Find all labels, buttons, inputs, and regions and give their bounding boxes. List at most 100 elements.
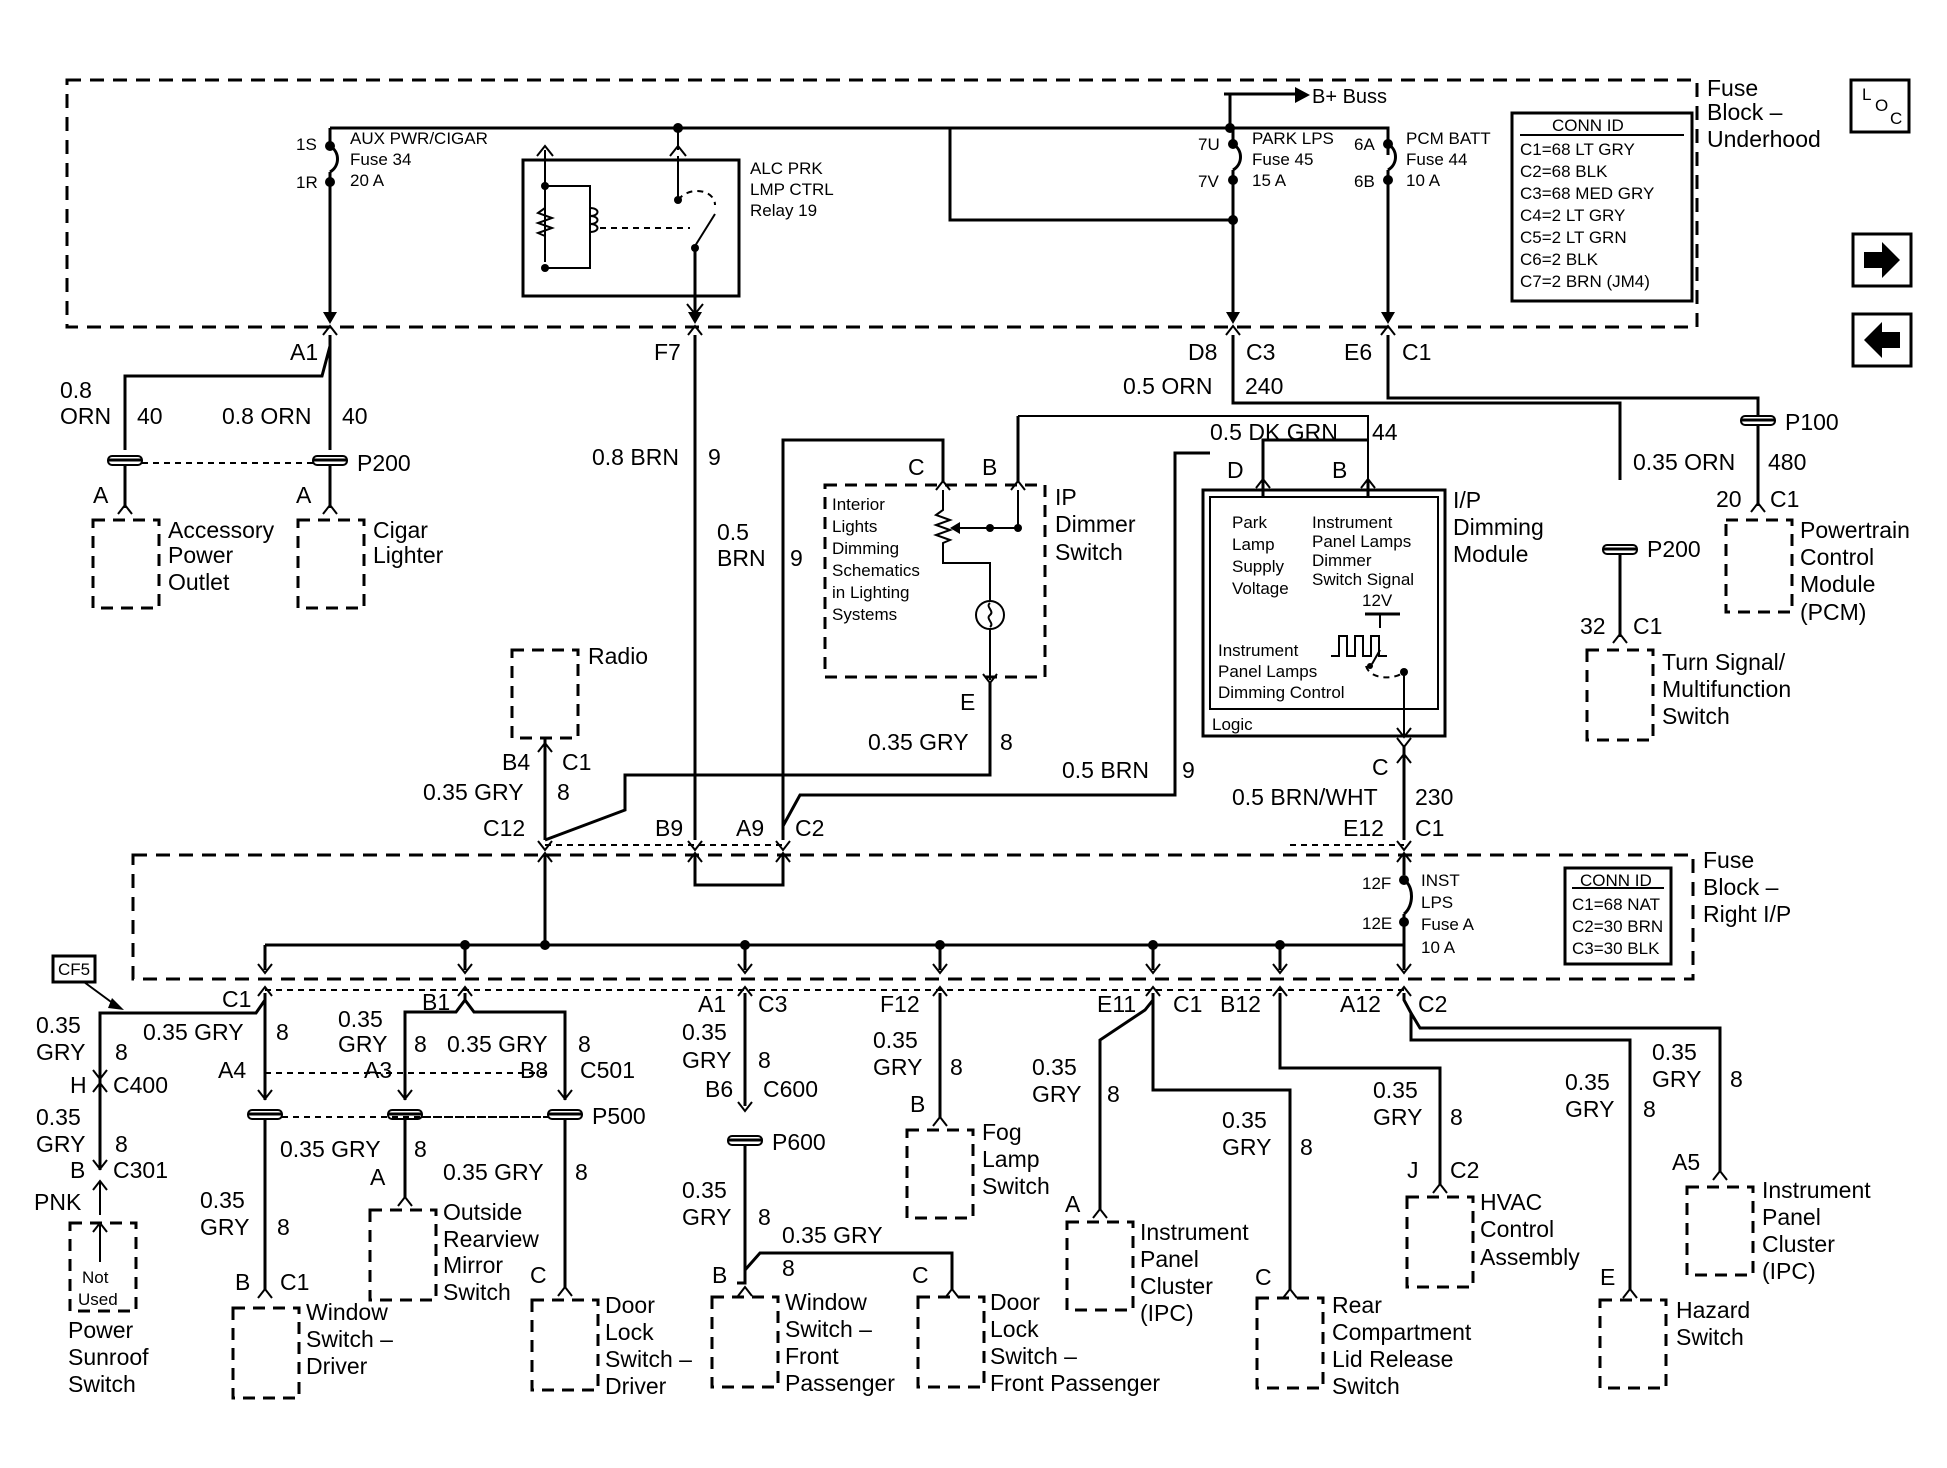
b-plus-buss-label: B+ Buss: [1312, 86, 1387, 108]
gry-a-c: 8: [276, 1019, 289, 1045]
ts-pin: 32: [1580, 613, 1606, 639]
next-page-button[interactable]: [1851, 232, 1913, 288]
fuse44-pin-bottom: 6B: [1354, 172, 1375, 191]
fuse45-amp: 15 A: [1252, 171, 1287, 190]
orn035-label: 0.35 ORN: [1633, 449, 1735, 475]
loc-c: C: [1890, 109, 1902, 128]
fuse-block-rip-outline: [131, 853, 1695, 981]
gry-c-c: 8: [414, 1136, 427, 1162]
orn035-circuit: 480: [1768, 449, 1806, 475]
fuse-a-name-2: LPS: [1421, 893, 1453, 912]
rear-name: Switch: [1332, 1373, 1400, 1399]
location-button[interactable]: L O C: [1849, 78, 1911, 134]
ip-dimmer-pin-c: C: [908, 454, 925, 480]
window-driver-name: Window: [306, 1299, 388, 1325]
fuse-block-rip-title-2: Block –: [1703, 874, 1779, 900]
hvac-wire: GRY: [1373, 1104, 1422, 1130]
conn-c1-mid: C1: [1415, 815, 1444, 841]
sunroof-w2: 0.35: [36, 1104, 81, 1130]
conn-a9: A9: [736, 815, 764, 841]
ip-dimming-pin-d: D: [1227, 457, 1244, 483]
hvac-wire: 0.35: [1373, 1077, 1418, 1103]
fuse-a-pin-top: 12F: [1362, 874, 1391, 893]
fuse-a-name-1: INST: [1421, 871, 1460, 890]
sunroof-name: Switch: [68, 1371, 136, 1397]
door-driver-name: Switch –: [605, 1346, 692, 1372]
mir-wire: GRY: [338, 1031, 387, 1057]
ip-dimmer-note: Dimming: [832, 539, 899, 558]
cf5-label: CF5: [58, 960, 90, 979]
conn-e11: E11: [1097, 991, 1136, 1017]
dkgrn-circuit: 44: [1372, 419, 1398, 445]
sunroof-pin-b: B: [70, 1157, 85, 1183]
conn-id-underhood-row: C7=2 BRN (JM4): [1520, 272, 1650, 291]
sunroof-w1: 0.35: [36, 1012, 81, 1038]
radio-wire-label: 0.35 GRY: [423, 779, 524, 805]
fog-lamp-box: [905, 1128, 975, 1220]
ip-dimming-title-2: Dimming: [1453, 514, 1544, 540]
window-driver-name: Driver: [306, 1353, 368, 1379]
ip-dimmer-wire-9: 9: [790, 545, 803, 571]
w1-circuit: 40: [137, 403, 163, 429]
p500: P500: [592, 1103, 646, 1129]
ipc1-pin: A: [1065, 1191, 1081, 1217]
fuse34-amp: 20 A: [350, 171, 385, 190]
ip-dimming-title-1: I/P: [1453, 487, 1481, 513]
conn-c1-top: C1: [1402, 339, 1431, 365]
fuse45-pin-bottom: 7V: [1198, 172, 1219, 191]
ts-conn: C1: [1633, 613, 1662, 639]
sunroof-box: [68, 1221, 138, 1313]
ip-dimmer-pin-b: B: [982, 454, 997, 480]
window-fp-name: Front: [785, 1343, 839, 1369]
wsfp-c: 8: [782, 1255, 795, 1281]
p200-right: P200: [1647, 536, 1701, 562]
hazard-name: Hazard: [1676, 1297, 1750, 1323]
radio-pin: B4: [502, 749, 530, 775]
fuse-a-amp: 10 A: [1421, 938, 1456, 957]
conn-c501: C501: [580, 1057, 635, 1083]
c600-wire: GRY: [682, 1047, 731, 1073]
mir-wire: 0.35: [338, 1006, 383, 1032]
relay-19-name-1: ALC PRK: [750, 159, 823, 178]
ipc2-name: Cluster: [1762, 1231, 1835, 1257]
arrow-left-icon: [1864, 322, 1900, 358]
ipc2-wire: 0.35: [1652, 1039, 1697, 1065]
conn-f7: F7: [654, 339, 681, 365]
rear-pin: C: [1255, 1264, 1272, 1290]
sunroof-w1: GRY: [36, 1039, 85, 1065]
c600-c: 8: [758, 1047, 771, 1073]
conn-e12: E12: [1343, 815, 1384, 841]
ip-lamps-control: Dimming Control: [1218, 683, 1345, 702]
wsd-wire: GRY: [200, 1214, 249, 1240]
gry-d: 0.35 GRY: [443, 1159, 544, 1185]
conn-c12: C12: [483, 815, 525, 841]
conn-id-rip-row: C1=68 NAT: [1572, 895, 1660, 914]
conn-c2-mid: C2: [795, 815, 824, 841]
turn-signal-box: [1585, 648, 1655, 742]
conn-a12: A12: [1340, 991, 1381, 1017]
not-used-label: Used: [78, 1290, 118, 1309]
prev-page-button[interactable]: [1851, 312, 1913, 368]
inst-panel-signal-label: Instrument: [1312, 513, 1393, 532]
haz-pin: E: [1600, 1264, 1615, 1290]
orn-wire-label: 0.5 ORN: [1123, 373, 1212, 399]
gry-d-c: 8: [575, 1159, 588, 1185]
haz-c: 8: [1643, 1096, 1656, 1122]
pin-a-accessory: A: [93, 482, 109, 508]
conn-id-underhood-row: C6=2 BLK: [1520, 250, 1599, 269]
hvac-c: 8: [1450, 1104, 1463, 1130]
p600-c: 8: [758, 1204, 771, 1230]
park-lamp-label: Voltage: [1232, 579, 1289, 598]
dim-brn-circuit: 9: [1182, 757, 1195, 783]
hvac-name: Control: [1480, 1216, 1554, 1242]
turn-signal-name: Turn Signal/: [1662, 649, 1786, 675]
ipc2-c: 8: [1730, 1066, 1743, 1092]
door-fp-box: [916, 1295, 986, 1389]
ipc2-pin: A5: [1672, 1149, 1700, 1175]
p100: P100: [1785, 409, 1839, 435]
fog-name: Fog: [982, 1119, 1022, 1145]
ip-lamps-control: Instrument: [1218, 641, 1299, 660]
ipc1-wire: GRY: [1032, 1081, 1081, 1107]
brnwht-circuit: 230: [1415, 784, 1453, 810]
